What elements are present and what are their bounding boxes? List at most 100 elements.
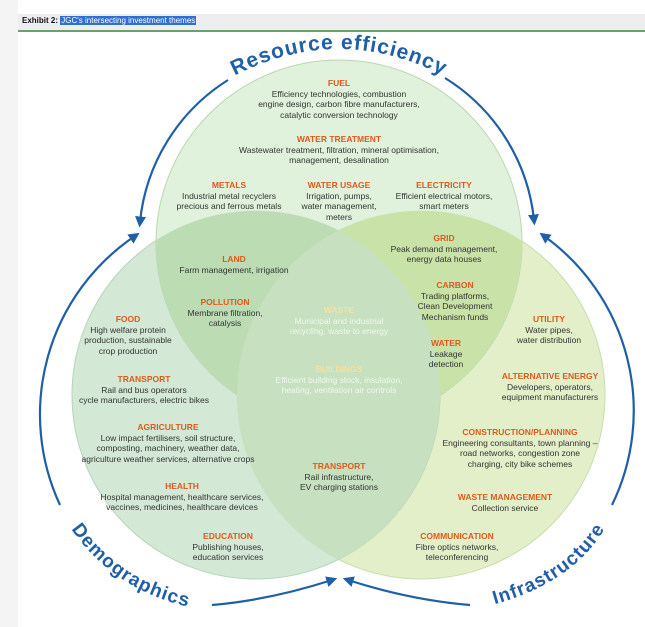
section-line: Clean Development: [417, 301, 493, 312]
section-line: road networks, congestion zone: [459, 448, 581, 459]
section-water-usage: WATER USAGE Irrigation, pumps, water man…: [301, 180, 376, 223]
section-title: TRANSPORT: [312, 461, 366, 471]
section-line: Irrigation, pumps,: [306, 190, 372, 201]
section-line: Collection service: [471, 502, 539, 513]
section-line: production, sustainable: [84, 335, 172, 346]
section-line: smart meters: [419, 201, 469, 212]
section-line: Mechanism funds: [421, 311, 489, 322]
section-land: LAND Farm management, irrigation: [179, 254, 288, 275]
exhibit-caption: Exhibit 2: JGC's intersecting investment…: [22, 16, 197, 25]
section-title: METALS: [211, 180, 247, 190]
section-title: WATER USAGE: [307, 180, 371, 190]
section-line: energy data houses: [406, 254, 482, 265]
section-line: charging, city bike schemes: [467, 458, 573, 469]
section-title: ALTERNATIVE ENERGY: [501, 371, 599, 381]
section-title: POLLUTION: [200, 297, 250, 307]
section-title: FUEL: [327, 78, 351, 88]
section-line: catalysis: [208, 318, 242, 329]
section-line: catalytic conversion technology: [280, 109, 398, 120]
exhibit-label: Exhibit 2:: [22, 16, 59, 25]
section-line: cycle manufacturers, electric bikes: [79, 395, 209, 406]
section-title: CONSTRUCTION/PLANNING: [462, 427, 578, 437]
section-waste-management: WASTE MANAGEMENT Collection service: [458, 492, 552, 513]
section-electricity: ELECTRICITY Efficient electrical motors,…: [396, 180, 493, 212]
section-transport-left: TRANSPORT Rail and bus operators cycle m…: [79, 374, 209, 406]
exhibit-header: Exhibit 2: JGC's intersecting investment…: [18, 14, 645, 32]
section-line: Leakage: [429, 348, 463, 359]
section-line: Farm management, irrigation: [179, 264, 289, 275]
section-title: LAND: [222, 254, 246, 264]
section-line: management, desalination: [289, 155, 389, 166]
arc-top-left-arrow: [135, 79, 229, 228]
section-line: water management,: [301, 201, 377, 212]
section-alternative-energy: ALTERNATIVE ENERGY Developers, operators…: [502, 371, 599, 403]
section-line: composting, machinery, weather data,: [96, 443, 240, 454]
section-title: AGRICULTURE: [137, 422, 199, 432]
arc-left-arrow: [38, 232, 140, 506]
section-pollution: POLLUTION Membrane filtration, catalysis: [187, 297, 262, 329]
arc-top-right-arrow: [444, 77, 539, 226]
section-utility: UTILITY Water pipes, water distribution: [517, 314, 581, 346]
section-communication: COMMUNICATION Fibre optics networks, tel…: [416, 531, 499, 563]
section-line: Rail infrastructure,: [304, 471, 374, 482]
section-transport-center: TRANSPORT Rail infrastructure, EV chargi…: [300, 461, 378, 493]
section-water: WATER Leakage detection: [429, 338, 464, 370]
exhibit-title[interactable]: JGC's intersecting investment themes: [60, 16, 197, 25]
section-line: Wastewater treatment, filtration, minera…: [239, 144, 439, 155]
section-title: COMMUNICATION: [420, 531, 494, 541]
section-line: agriculture weather services, alternativ…: [81, 453, 255, 464]
section-line: crop production: [98, 345, 158, 356]
section-health: HEALTH Hospital management, healthcare s…: [101, 481, 264, 513]
section-line: detection: [428, 359, 464, 370]
section-line: vaccines, medicines, healthcare devices: [106, 502, 258, 513]
section-line: engine design, carbon fibre manufacturer…: [258, 99, 420, 110]
section-title: CARBON: [436, 280, 474, 290]
section-title: WASTE MANAGEMENT: [457, 492, 553, 502]
arc-right-arrow: [539, 232, 635, 506]
section-construction-planning: CONSTRUCTION/PLANNING Engineering consul…: [443, 427, 598, 470]
overlap-left-right: [237, 211, 440, 579]
section-line: Developers, operators,: [507, 381, 593, 392]
section-line: precious and ferrous metals: [176, 201, 282, 212]
section-line: Industrial metal recyclers: [181, 190, 277, 201]
section-line: High welfare protein: [90, 324, 166, 335]
section-waste: WASTE Municipal and industrial recycling…: [290, 305, 388, 337]
section-line: water distribution: [516, 335, 582, 346]
section-agriculture: AGRICULTURE Low impact fertilisers, soil…: [82, 422, 255, 465]
section-line: Hospital management, healthcare services…: [100, 491, 264, 502]
section-title: ELECTRICITY: [416, 180, 472, 190]
section-line: Efficient electrical motors,: [395, 190, 493, 201]
section-line: Water pipes,: [525, 324, 573, 335]
section-line: Low impact fertilisers, soil structure,: [100, 432, 236, 443]
section-line: equipment manufacturers: [501, 392, 599, 403]
section-line: Engineering consultants, town planning –: [442, 437, 598, 448]
section-line: meters: [326, 211, 352, 222]
section-line: Efficient building stock, insulation,: [275, 374, 403, 385]
section-line: Publishing houses,: [192, 541, 264, 552]
section-line: Municipal and industrial: [294, 315, 384, 326]
section-carbon: CARBON Trading platforms, Clean Developm…: [418, 280, 493, 323]
section-title: FOOD: [115, 314, 141, 324]
section-title: WASTE: [323, 305, 355, 315]
section-line: Peak demand management,: [390, 243, 498, 254]
section-education: EDUCATION Publishing houses, education s…: [192, 531, 263, 563]
arc-bottom-left-arrow: [211, 576, 338, 607]
arc-bottom-right-arrow: [342, 576, 471, 607]
section-fuel: FUEL Efficiency technologies, combustion…: [258, 78, 420, 121]
section-metals: METALS Industrial metal recyclers precio…: [177, 180, 282, 212]
section-title: EDUCATION: [203, 531, 253, 541]
section-line: Membrane filtration,: [187, 307, 263, 318]
section-line: Fibre optics networks,: [415, 541, 499, 552]
section-title: WATER: [430, 338, 462, 348]
section-line: heating, ventilation air controls: [281, 385, 397, 396]
section-food: FOOD High welfare protein production, su…: [84, 314, 171, 357]
section-title: TRANSPORT: [117, 374, 171, 384]
section-title: WATER TREATMENT: [296, 134, 382, 144]
section-grid: GRID Peak demand management, energy data…: [391, 233, 498, 265]
section-line: teleconferencing: [425, 552, 489, 563]
section-line: recycling, waste to energy: [289, 326, 389, 337]
section-title: BUILDINGS: [315, 364, 363, 374]
section-water-treatment: WATER TREATMENT Wastewater treatment, fi…: [239, 134, 439, 166]
section-title: HEALTH: [165, 481, 199, 491]
